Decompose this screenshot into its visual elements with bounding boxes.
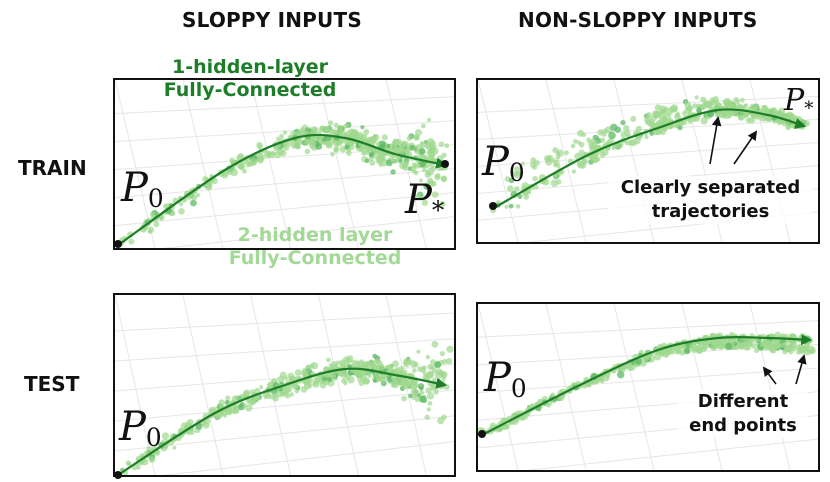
trajectory-point-cloud xyxy=(117,117,450,247)
trajectory-plot xyxy=(478,304,818,470)
legend-line: 2-hidden layer xyxy=(237,224,393,246)
panel-train-non-sloppy: P0 P* Clearly separated trajectories xyxy=(476,78,820,244)
mean-trajectory-arrow xyxy=(120,133,448,244)
grid-lines xyxy=(478,304,818,470)
annotation-line: trajectories xyxy=(651,201,770,222)
mean-trajectory-arrow xyxy=(483,334,813,435)
mean-trajectory-arrow xyxy=(493,108,807,209)
legend-line: Fully-Connected xyxy=(163,79,337,101)
annotation-arrows xyxy=(709,116,758,165)
panel-test-sloppy: P0 xyxy=(113,293,456,477)
trajectory-point-cloud xyxy=(490,95,810,214)
trajectory-plot xyxy=(115,80,454,248)
end-point-marker xyxy=(441,160,449,168)
annotation-arrows xyxy=(762,354,807,385)
mean-trajectory-arrow xyxy=(120,367,448,474)
annotation-line: end points xyxy=(689,415,797,436)
annotation-line: Clearly separated xyxy=(620,177,801,198)
panel-test-non-sloppy: P0 Different end points xyxy=(476,302,820,472)
column-header-sloppy: SLOPPY INPUTS xyxy=(182,8,362,32)
legend-two-hidden-layer: 2-hidden layer Fully-Connected xyxy=(215,224,415,270)
legend-line: Fully-Connected xyxy=(228,247,402,269)
annotation-different-end-points: Different end points xyxy=(678,390,808,438)
panel-train-sloppy: P0 P* xyxy=(113,78,456,250)
annotation-line: Different xyxy=(697,391,789,412)
start-point-label: P0 xyxy=(484,355,527,404)
trajectory-plot xyxy=(115,295,454,475)
end-point-label: P* xyxy=(405,177,445,226)
start-point-label: P0 xyxy=(119,404,162,453)
start-point-marker xyxy=(114,471,122,479)
column-header-non-sloppy: NON-SLOPPY INPUTS xyxy=(518,8,758,32)
start-point-marker xyxy=(478,430,486,438)
start-point-label: P0 xyxy=(482,139,525,188)
row-label-train: TRAIN xyxy=(18,156,87,180)
row-label-test: TEST xyxy=(24,372,80,396)
end-point-label: P* xyxy=(784,83,814,120)
start-point-marker xyxy=(114,240,122,248)
trajectory-point-cloud xyxy=(120,340,454,475)
start-point-marker xyxy=(489,202,497,210)
legend-line: 1-hidden-layer xyxy=(171,56,329,78)
legend-one-hidden-layer: 1-hidden-layer Fully-Connected xyxy=(150,56,350,102)
annotation-separated-trajectories: Clearly separated trajectories xyxy=(608,176,813,224)
start-point-label: P0 xyxy=(121,165,164,214)
